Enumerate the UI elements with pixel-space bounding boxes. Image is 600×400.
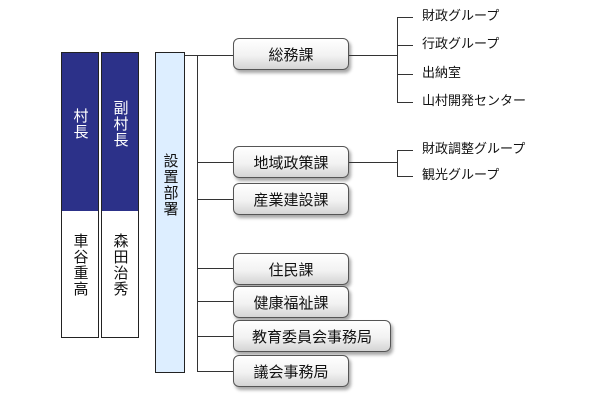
- section-soumu[interactable]: 総務課: [233, 38, 349, 70]
- group-branch-line: [397, 176, 413, 177]
- connector-line: [185, 55, 198, 56]
- leader-title: 副村長: [111, 100, 130, 148]
- leader-title: 村長: [71, 108, 90, 140]
- branch-line: [197, 199, 233, 200]
- branch-line: [197, 301, 233, 302]
- leader-title-box: 副村長: [102, 53, 138, 211]
- leader-name: 森田治秀: [111, 233, 130, 297]
- leader-title-box: 村長: [62, 53, 98, 211]
- leader-name-box: 車谷重高: [62, 211, 98, 337]
- branch-line: [349, 162, 398, 163]
- branch-line: [197, 371, 233, 372]
- group-branch-line: [397, 45, 413, 46]
- group-label: 山村開発センター: [422, 94, 527, 109]
- group-trunk-line: [397, 150, 398, 177]
- section-kenko-fukushi[interactable]: 健康福祉課: [233, 286, 349, 318]
- department-column: 設置部署: [155, 52, 185, 373]
- branch-line: [197, 162, 233, 163]
- section-sangyo-kensetsu[interactable]: 産業建設課: [233, 183, 349, 215]
- section-gikai-jimukyoku[interactable]: 議会事務局: [233, 355, 349, 387]
- leader-mayor: 村長 車谷重高: [61, 52, 99, 338]
- branch-line: [197, 268, 233, 269]
- group-label: 行政グループ: [422, 37, 500, 52]
- leader-name: 車谷重高: [71, 233, 90, 297]
- group-branch-line: [397, 102, 413, 103]
- section-kyoiku-iinkai[interactable]: 教育委員会事務局: [233, 320, 391, 352]
- leader-deputy-mayor: 副村長 森田治秀: [101, 52, 139, 338]
- group-branch-line: [397, 74, 413, 75]
- group-trunk-line: [397, 17, 398, 102]
- group-branch-line: [397, 17, 413, 18]
- group-label: 出納室: [422, 66, 462, 81]
- group-branch-line: [397, 150, 413, 151]
- leader-name-box: 森田治秀: [102, 211, 138, 337]
- group-label: 観光グループ: [422, 168, 500, 183]
- section-jumin[interactable]: 住民課: [233, 253, 349, 285]
- branch-line: [197, 336, 233, 337]
- group-label: 財政調整グループ: [422, 142, 526, 157]
- department-label: 設置部署: [161, 153, 180, 217]
- group-label: 財政グループ: [422, 9, 500, 24]
- branch-line: [349, 55, 398, 56]
- branch-line: [197, 55, 233, 56]
- section-chiiki-seisaku[interactable]: 地域政策課: [233, 146, 349, 178]
- trunk-line: [197, 55, 198, 371]
